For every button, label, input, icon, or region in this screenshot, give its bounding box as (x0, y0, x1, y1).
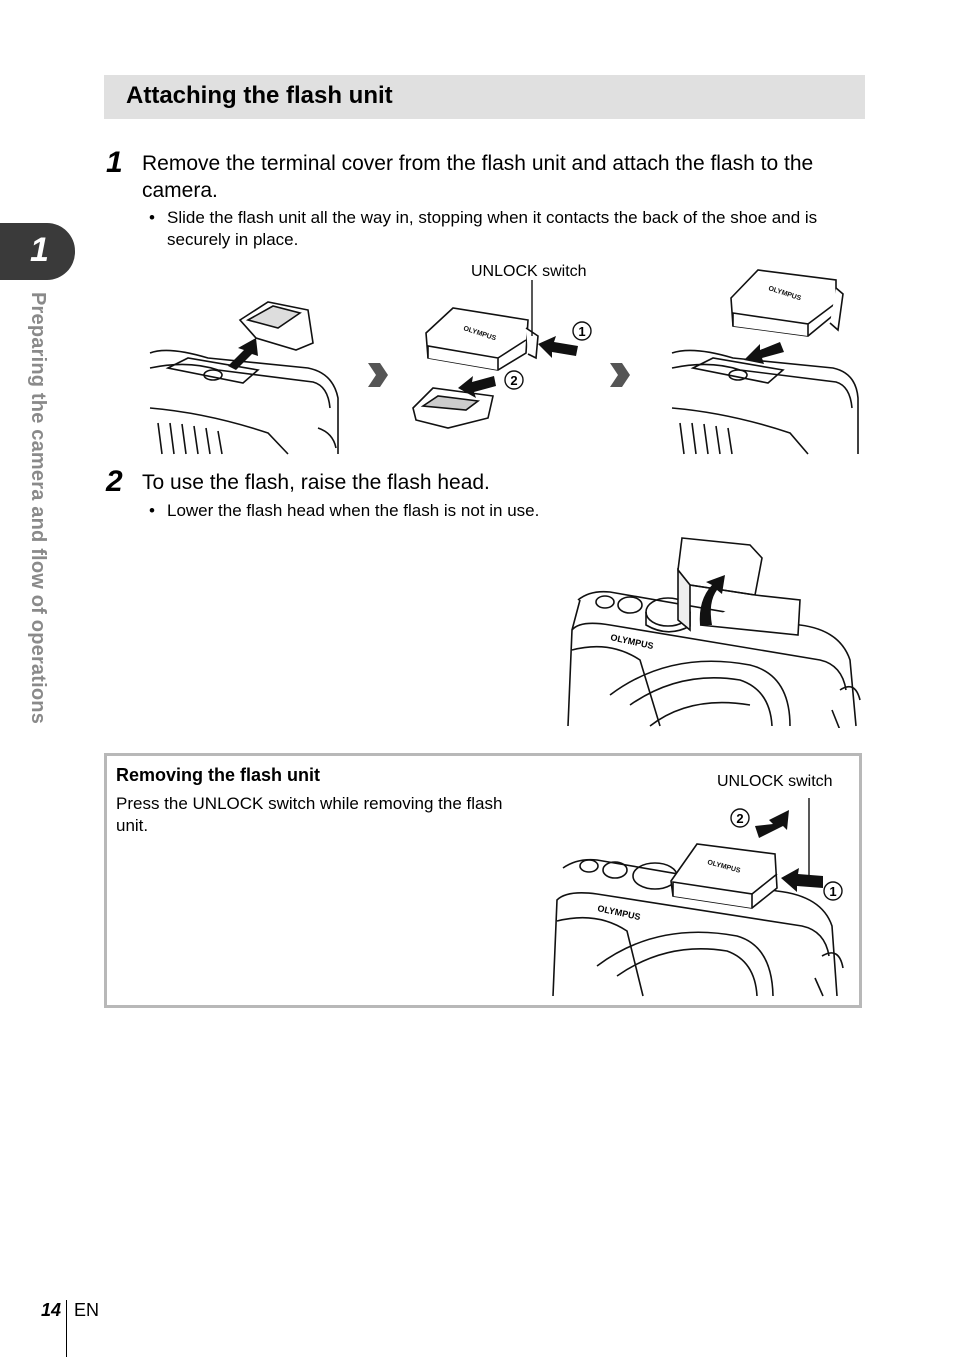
chapter-title: Preparing the camera and flow of operati… (27, 292, 49, 725)
section-header: Attaching the flash unit (104, 75, 865, 119)
arrow-up-right-icon (755, 810, 789, 838)
camera-flash-raised-image (567, 590, 861, 728)
step-1-bullet: • Slide the flash unit all the way in, s… (149, 207, 862, 251)
removed-cover-image (412, 387, 494, 429)
arrow-up-icon (228, 338, 258, 370)
step-1-text: Remove the terminal cover from the flash… (142, 152, 814, 202)
step-1-bullet-text: Slide the flash unit all the way in, sto… (167, 208, 818, 249)
step-2-bullet-text: Lower the flash head when the flash is n… (167, 501, 540, 520)
unlock-switch-label: UNLOCK switch (471, 263, 587, 280)
flash-head-raised-image (677, 537, 801, 636)
circle-1-icon: 1 (572, 321, 592, 341)
note-title: Removing the flash unit (116, 765, 321, 785)
bullet-dot: • (149, 501, 155, 520)
note-circle-1-icon: 1 (823, 881, 843, 901)
step-1-number: 1 (106, 146, 123, 179)
chapter-side-title: Preparing the camera and flow of operati… (26, 292, 56, 802)
section-title: Attaching the flash unit (126, 82, 393, 109)
step-2-number: 2 (106, 465, 123, 498)
arrow-down-left-icon (744, 342, 784, 364)
circle-2-icon: 2 (504, 370, 524, 390)
bullet-dot: • (149, 208, 155, 227)
note-unlock-switch-label: UNLOCK switch (717, 773, 833, 790)
curved-arrow-up-icon (699, 575, 725, 625)
language-code: EN (74, 1300, 100, 1320)
flash-unit-image: OLYMPUS (425, 307, 539, 371)
camera-removing-flash-image (552, 858, 844, 997)
step-2-text: To use the flash, raise the flash head. (142, 471, 490, 494)
camera-right-image (671, 349, 859, 455)
note-circle-2-label: 2 (736, 811, 743, 826)
chapter-tab[interactable]: 1 (0, 223, 75, 280)
note-text: Press the UNLOCK switch while removing t… (116, 794, 503, 835)
chapter-number: 1 (30, 231, 49, 269)
arrow-down-left-icon (458, 376, 496, 398)
removing-flash-note: Removing the flash unit Press the UNLOCK… (104, 753, 862, 1008)
page-number: 14 (41, 1300, 62, 1320)
chevron-right-icon (368, 363, 388, 387)
flash-unit-note-image: OLYMPUS (670, 843, 778, 909)
footer-divider (66, 1300, 67, 1357)
chevron-right-icon (610, 363, 630, 387)
step-2-bullet: • Lower the flash head when the flash is… (149, 500, 862, 522)
camera-left-image (149, 349, 339, 455)
note-circle-1-label: 1 (829, 884, 836, 899)
circle-1-label: 1 (578, 324, 585, 339)
note-camera-brand-label: OLYMPUS (597, 903, 642, 922)
arrow-left-icon (781, 868, 823, 892)
note-illustration: OLYMPUS OLYMPUS 2 1 (552, 798, 844, 997)
step-1-illustration: OLYMPUS 1 2 OLYMPUS (149, 269, 859, 455)
flash-unit-right-image: OLYMPUS (730, 269, 844, 337)
circle-2-label: 2 (510, 373, 517, 388)
camera-brand-label: OLYMPUS (610, 632, 655, 651)
step-2-illustration: OLYMPUS (567, 537, 861, 728)
note-circle-2-icon: 2 (730, 808, 750, 828)
arrow-left-icon (538, 336, 578, 358)
